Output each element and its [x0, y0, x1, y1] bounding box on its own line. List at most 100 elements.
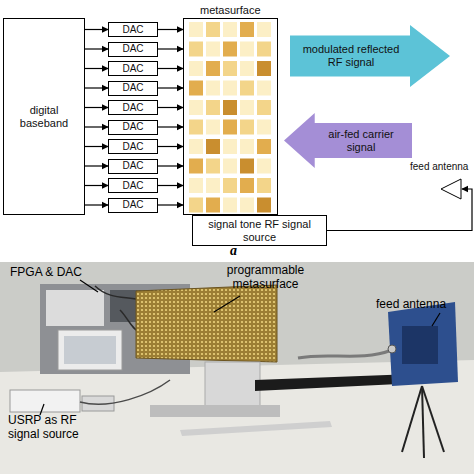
node-body: signal tone RF signal source [197, 216, 322, 245]
node-text: DAC [122, 180, 143, 192]
unit-cell [189, 61, 203, 76]
unit-cell [189, 178, 203, 193]
connector-arrow [85, 185, 108, 186]
connector-arrow [158, 204, 183, 205]
unit-cell [257, 81, 271, 96]
unit-cell [257, 42, 271, 57]
panel-stand [205, 362, 260, 408]
unit-cell [206, 198, 220, 213]
baseband-box: digital baseband [3, 18, 85, 215]
monitor [58, 330, 122, 370]
unit-cell [240, 100, 254, 115]
carrier-signal-arrow: air-fed carrier signal [284, 113, 412, 168]
node-body: DAC [110, 179, 156, 192]
unit-cell [206, 178, 220, 193]
dac-box: DAC [108, 22, 158, 37]
connector-arrow [85, 68, 108, 69]
node-text: DAC [122, 24, 143, 36]
unit-cell [223, 61, 237, 76]
unit-cell [223, 159, 237, 174]
node-body [440, 178, 462, 200]
ruler [180, 421, 332, 436]
connector-arrow [85, 107, 108, 108]
connector-arrow [85, 29, 108, 30]
node-text: air-fed carrier signal [316, 128, 406, 153]
dac-box: DAC [108, 81, 158, 96]
node-text: modulated reflected RF signal [296, 43, 406, 68]
dac-box: DAC [108, 159, 158, 174]
connector-arrow [85, 126, 108, 127]
connector-arrow [85, 146, 108, 147]
usrp-device [10, 390, 80, 412]
node-text: digital baseband [8, 104, 80, 129]
monitor-screen [64, 336, 116, 364]
unit-cell [257, 139, 271, 154]
unit-cell [240, 22, 254, 37]
dac-box: DAC [108, 120, 158, 135]
node-text: DAC [122, 141, 143, 153]
reflected-signal-arrow-shape [290, 25, 450, 87]
metasurface-panel [136, 285, 277, 362]
instrument-panel [46, 290, 104, 326]
node-body: DAC [110, 43, 156, 56]
unit-cell [257, 178, 271, 193]
unit-cell [189, 198, 203, 213]
node-text: signal tone RF signal source [197, 218, 322, 243]
connector-arrow [158, 165, 183, 166]
node-body: DAC [110, 23, 156, 36]
unit-cell [223, 22, 237, 37]
dac-box: DAC [108, 61, 158, 76]
node-heading: metasurface [200, 4, 261, 17]
connector-arrow [158, 126, 183, 127]
node-text: DAC [122, 199, 143, 211]
unit-cell [206, 61, 220, 76]
unit-cell [240, 81, 254, 96]
leader-line [432, 313, 440, 326]
unit-cell [206, 22, 220, 37]
node-body: digital baseband [8, 19, 80, 214]
photo [0, 262, 474, 474]
unit-cell [189, 42, 203, 57]
dac-box: DAC [108, 100, 158, 115]
unit-cell [223, 198, 237, 213]
connector-arrow [85, 165, 108, 166]
unit-cell [189, 139, 203, 154]
connector-arrow [158, 87, 183, 88]
node-text: DAC [122, 121, 143, 133]
photo-annotation: FPGA & DAC [10, 266, 100, 280]
coax-cable [298, 350, 392, 358]
node-body: DAC [110, 62, 156, 75]
tripod-leg [402, 386, 422, 452]
connector-arrow [85, 87, 108, 88]
unit-cell [206, 81, 220, 96]
node-body: DAC [110, 199, 156, 212]
unit-cell [223, 178, 237, 193]
unit-cell [223, 42, 237, 57]
figure-letter: a [230, 243, 250, 259]
unit-cell [206, 139, 220, 154]
node-body: DAC [110, 82, 156, 95]
connector-arrow [327, 189, 472, 231]
connector-arrow [85, 48, 108, 49]
unit-cell [223, 100, 237, 115]
node-body: DAC [110, 160, 156, 173]
node-text: DAC [122, 102, 143, 114]
node-text: DAC [122, 160, 143, 172]
photo-annotation: programmable metasurface [218, 264, 313, 292]
node-text: DAC [122, 43, 143, 55]
dac-box: DAC [108, 139, 158, 154]
unit-cell [257, 159, 271, 174]
unit-cell [257, 100, 271, 115]
photo-annotation: USRP as RF signal source [8, 414, 98, 442]
node-body: DAC [110, 101, 156, 114]
connector-arrow [85, 204, 108, 205]
connector-arrow [158, 48, 183, 49]
unit-cell [240, 159, 254, 174]
connector-arrow [158, 29, 183, 30]
cable [80, 380, 170, 404]
unit-cell [257, 198, 271, 213]
rf-source-box: signal tone RF signal source [192, 215, 327, 246]
unit-cell [223, 81, 237, 96]
dac-box: DAC [108, 178, 158, 193]
